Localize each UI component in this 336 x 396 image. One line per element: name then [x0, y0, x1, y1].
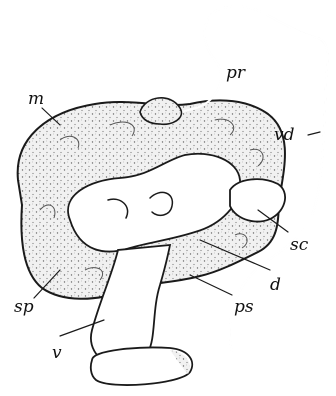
label-pr: pr [226, 63, 246, 83]
label-ps: ps [234, 297, 254, 317]
label-d: d [270, 275, 281, 295]
label-vd: vd [274, 125, 295, 145]
leader-vd [308, 132, 320, 135]
label-v: v [52, 343, 62, 363]
leader-ps [190, 275, 232, 295]
seminal-receptacle-lobe [230, 179, 285, 221]
prostate-bump [140, 98, 181, 124]
label-sp: sp [14, 297, 34, 317]
label-sc: sc [290, 235, 309, 255]
label-m: m [28, 89, 44, 109]
